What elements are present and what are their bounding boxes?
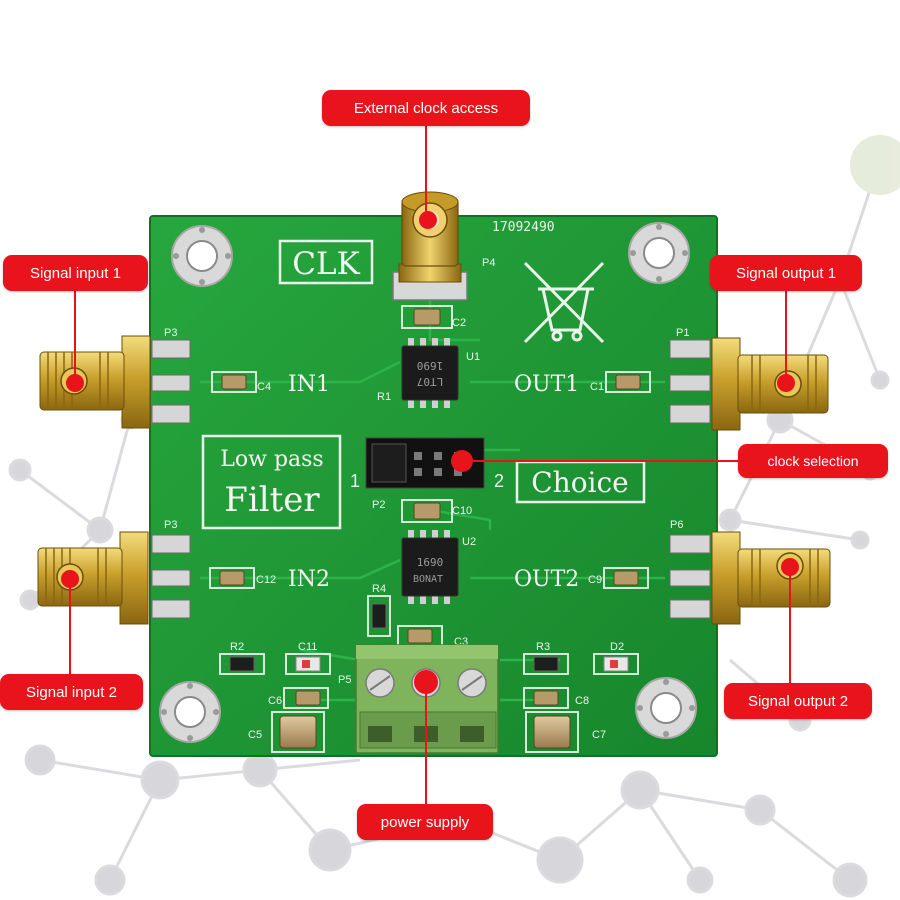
c1-designator: C1 [590, 381, 604, 393]
c12-designator: C12 [256, 574, 276, 586]
sma-connector-input-1 [39, 335, 191, 429]
clk-label-box [278, 239, 374, 285]
serial-number: 17092490 [492, 220, 555, 235]
callout-power-supply: power supply [357, 804, 493, 840]
filter-label: Filter [224, 480, 320, 520]
callout-signal-input-1: Signal input 1 [3, 255, 148, 291]
c6-designator: C6 [268, 695, 282, 707]
in2-label: IN2 [288, 567, 330, 592]
callout-signal-input-2: Signal input 2 [0, 674, 143, 710]
callout-signal-output-2: Signal output 2 [724, 683, 872, 719]
c8-designator: C8 [575, 695, 589, 707]
r4-designator: R4 [372, 583, 386, 595]
p2-designator: P2 [372, 499, 385, 511]
c10-designator: C10 [452, 505, 472, 517]
mounting-hole-bottom-left [159, 681, 221, 743]
p3-top-designator: P3 [164, 327, 177, 339]
c7-designator: C7 [592, 729, 606, 741]
c2-designator: C2 [452, 317, 466, 329]
choice-label: Choice [531, 466, 629, 499]
u1-designator: U1 [466, 351, 480, 363]
smd-passives [209, 305, 651, 753]
u1-marking-line2: LT07 [417, 375, 444, 388]
low-pass-label: Low pass [220, 447, 323, 472]
u2-marking-line2: BONAT [413, 574, 443, 585]
out2-label: OUT2 [514, 567, 579, 592]
sma-connector-clk [392, 191, 468, 301]
capacitor-c5 [279, 715, 317, 749]
clk-label: CLK [292, 246, 360, 282]
mounting-hole-bottom-right [635, 677, 697, 739]
sma-connector-output-1 [669, 337, 829, 431]
r2-designator: R2 [230, 641, 244, 653]
mounting-hole-top-left [171, 225, 233, 287]
p3-bottom-designator: P3 [164, 519, 177, 531]
c4-designator: C4 [257, 381, 271, 393]
p6-designator: P6 [670, 519, 683, 531]
low-pass-filter-box [201, 434, 342, 530]
callout-leader-lines [69, 124, 791, 808]
weee-recycling-icon [523, 261, 605, 344]
in1-label: IN1 [288, 372, 330, 397]
out1-label: OUT1 [514, 372, 579, 397]
c11-designator: C11 [298, 641, 317, 653]
r1-designator: R1 [377, 391, 391, 403]
mounting-hole-top-right [628, 222, 690, 284]
ic-u2: 1690 BONAT [401, 530, 459, 604]
sma-connector-input-2 [37, 531, 191, 625]
p4-designator: P4 [482, 257, 495, 269]
callout-signal-output-1: Signal output 1 [710, 255, 862, 291]
r3-designator: R3 [536, 641, 550, 653]
u2-designator: U2 [462, 536, 476, 548]
callout-marker-dots [61, 211, 799, 694]
callout-external-clock-access: External clock access [322, 90, 530, 126]
c9-designator: C9 [588, 574, 602, 586]
c5-designator: C5 [248, 729, 262, 741]
u2-marking-line1: 1690 [417, 556, 444, 569]
callout-clock-selection: clock selection [738, 444, 888, 478]
u1-marking-line1: 1690 [417, 359, 444, 372]
sma-connector-output-2 [669, 531, 831, 625]
capacitor-c7 [533, 715, 571, 749]
d2-designator: D2 [610, 641, 624, 653]
jumper-pin-2-label: 2 [494, 471, 504, 491]
p5-designator: P5 [338, 674, 351, 686]
p1-designator: P1 [676, 327, 689, 339]
clock-selection-jumper[interactable] [365, 437, 485, 489]
ic-u1: 1690 LT07 [401, 338, 459, 408]
jumper-pin-1-label: 1 [350, 471, 360, 491]
